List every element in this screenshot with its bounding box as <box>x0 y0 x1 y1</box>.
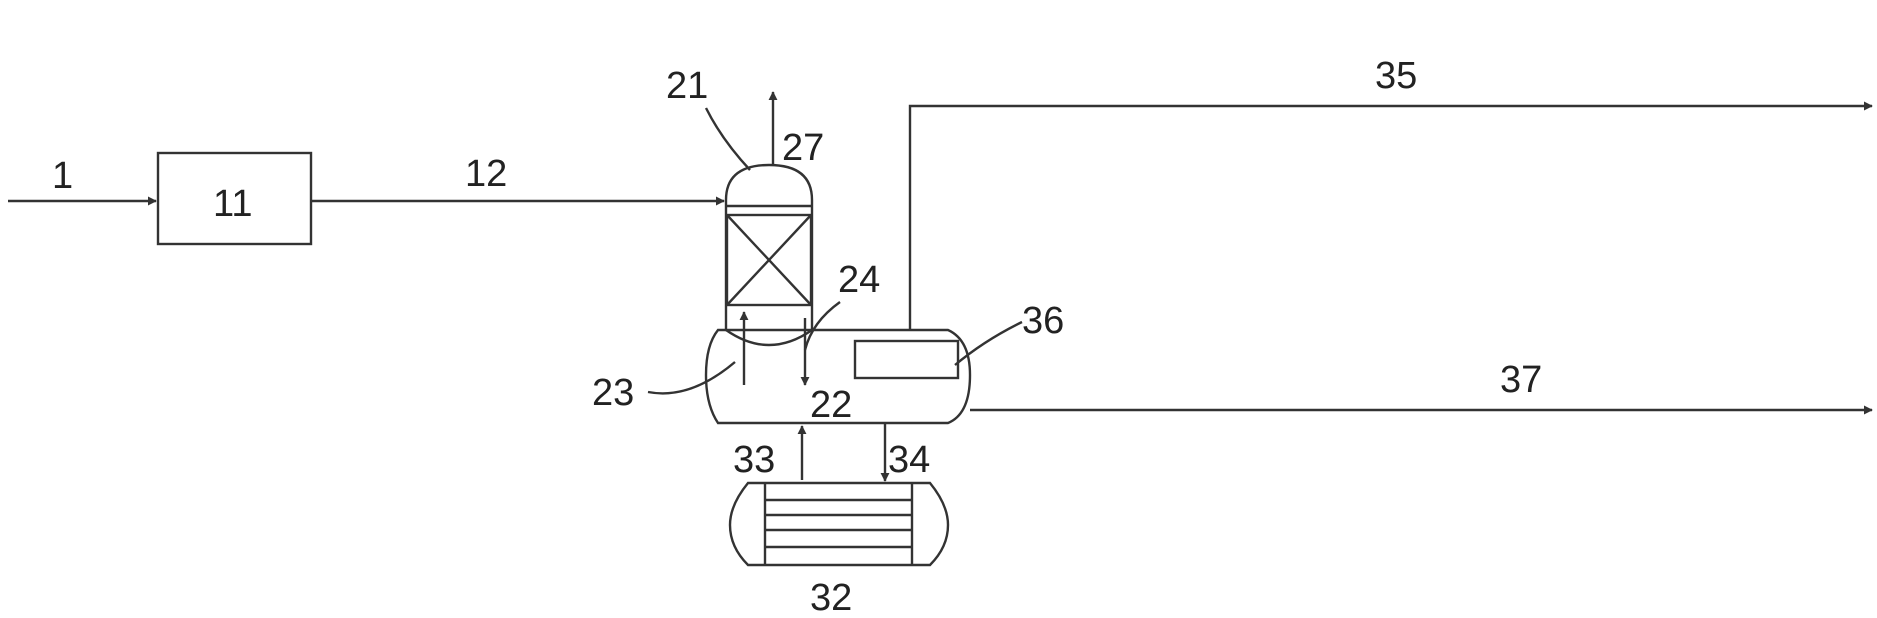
exchanger-32-vessel <box>730 483 948 565</box>
unit-36-box <box>855 341 958 378</box>
label-21: 21 <box>666 65 708 107</box>
stream-35-line <box>910 106 1872 330</box>
label-27: 27 <box>782 127 824 169</box>
label-34: 34 <box>888 439 930 481</box>
label-23: 23 <box>592 372 634 414</box>
label-12: 12 <box>465 153 507 195</box>
label-24: 24 <box>838 259 880 301</box>
label-11: 11 <box>213 183 252 225</box>
label-22: 22 <box>810 384 852 426</box>
label-33: 33 <box>733 439 775 481</box>
label-36: 36 <box>1022 300 1064 342</box>
leader-21 <box>706 108 750 170</box>
label-35: 35 <box>1375 55 1417 97</box>
label-37: 37 <box>1500 359 1542 401</box>
label-32: 32 <box>810 577 852 618</box>
label-1: 1 <box>52 155 73 197</box>
